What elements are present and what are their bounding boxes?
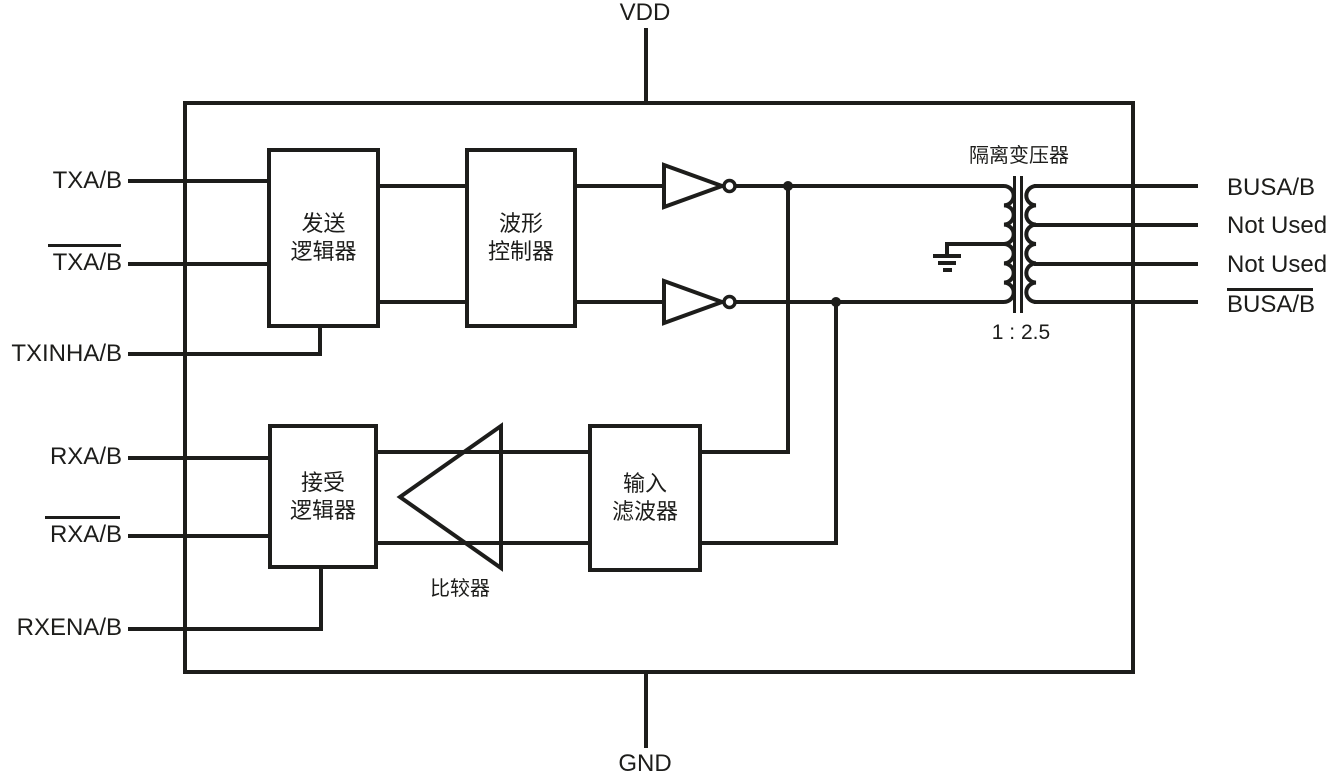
pin-label-rxab: RXA/B: [49, 443, 122, 470]
vdd-wire: [644, 28, 648, 103]
txinhab-riser: [318, 324, 322, 356]
notused2-wire: [1034, 262, 1198, 266]
ground-bar-1: [933, 254, 961, 258]
feedback-drop-bot: [834, 300, 838, 545]
block-transmit-logic: 发送 逻辑器: [267, 148, 380, 328]
txinhab-wire: [128, 352, 322, 356]
rxab-n-overline: [45, 516, 120, 519]
center-tap-wire: [947, 242, 1004, 246]
pin-label-txinhab: TXINHA/B: [11, 340, 122, 367]
tx-to-wave-wire-bot: [380, 300, 465, 304]
feedback-drop-top: [786, 184, 790, 454]
vdd-label: VDD: [619, 0, 671, 26]
comparator-label: 比较器: [430, 578, 490, 600]
transformer-label: 隔离变压器: [969, 145, 1069, 167]
pin-label-busab-n: BUSA/B: [1227, 291, 1316, 318]
block-input-filter-label1: 输入: [622, 471, 667, 496]
core-line-1: [1013, 176, 1016, 313]
busab-n-wire: [1034, 300, 1198, 304]
gnd-label: GND: [618, 750, 672, 777]
pin-label-txab: TXA/B: [52, 167, 122, 194]
core-line-2: [1020, 176, 1023, 313]
rxenab-wire: [128, 627, 323, 631]
inv-to-coil-wire-top: [736, 184, 1004, 188]
rxab-wire: [128, 456, 268, 460]
block-input-filter-label2: 滤波器: [611, 499, 678, 524]
filter-to-drop-wire-top: [702, 450, 790, 454]
pin-label-notused2: Not Used: [1227, 251, 1328, 278]
inv-to-coil-wire-bot: [736, 300, 1004, 304]
txab-n-overline: [48, 244, 121, 247]
pin-label-rxab-n: RXA/B: [49, 521, 122, 548]
ground-bar-2: [938, 261, 956, 265]
filter-to-drop-wire-bot: [702, 541, 838, 545]
ground-bar-3: [943, 268, 952, 272]
block-waveform-controller-label1: 波形: [498, 211, 543, 236]
gnd-wire: [644, 670, 648, 748]
busab-wire: [1034, 184, 1198, 188]
block-receive-logic: 接受 逻辑器: [268, 424, 378, 569]
busab-n-overline: [1227, 288, 1313, 291]
pin-label-rxenab: RXENA/B: [16, 614, 122, 641]
txab-wire: [128, 179, 267, 183]
rxenab-riser: [319, 565, 323, 631]
ground-stem: [945, 242, 949, 258]
wave-to-inv-wire-bot: [577, 300, 664, 304]
txab-n-wire: [128, 262, 267, 266]
pin-label-busab: BUSA/B: [1227, 174, 1316, 201]
block-receive-logic-label1: 接受: [300, 469, 345, 495]
block-waveform-controller: 波形 控制器: [465, 148, 577, 328]
rx-to-comp-wire-top: [378, 450, 588, 454]
wave-to-inv-wire-top: [577, 184, 664, 188]
tx-to-wave-wire-top: [380, 184, 465, 188]
pin-label-notused1: Not Used: [1227, 212, 1328, 239]
pin-label-txab-n: TXA/B: [52, 249, 122, 276]
notused1-wire: [1034, 223, 1198, 227]
block-receive-logic-label2: 逻辑器: [289, 497, 356, 523]
block-waveform-controller-label2: 控制器: [487, 239, 554, 264]
block-transmit-logic-label2: 逻辑器: [290, 239, 357, 264]
block-input-filter: 输入 滤波器: [588, 424, 702, 572]
rxab-n-wire: [128, 534, 268, 538]
block-transmit-logic-label1: 发送: [301, 211, 346, 236]
rx-to-comp-wire-bot: [378, 541, 588, 545]
transformer-ratio-label: 1 : 2.5: [991, 321, 1051, 344]
